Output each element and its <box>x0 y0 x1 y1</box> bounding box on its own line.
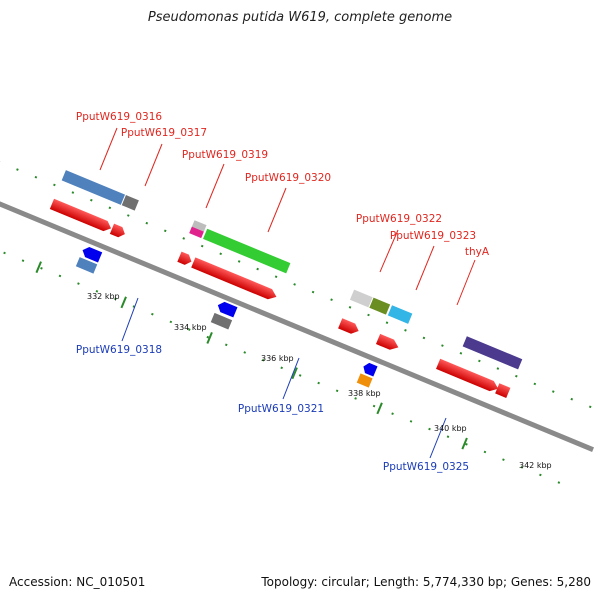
gene-0317[interactable] <box>121 195 139 211</box>
tick-label-332: 332 kbp <box>87 292 120 301</box>
gene-0325[interactable] <box>356 373 373 388</box>
label-gene-thyA: thyA <box>465 246 490 258</box>
accession-text: Accession: NC_010501 <box>9 575 146 589</box>
cds-arrow-0320[interactable] <box>191 257 278 302</box>
cds-reverse-0325[interactable] <box>361 361 378 377</box>
gene-0319-a[interactable] <box>191 220 207 232</box>
label-gene-0322: PputW619_0322 <box>356 213 442 225</box>
label-gene-0320: PputW619_0320 <box>245 172 331 184</box>
gene-0322[interactable] <box>349 289 373 308</box>
cds-reverse-0318[interactable] <box>80 245 103 263</box>
gene-0323[interactable] <box>369 297 391 315</box>
cds-arrow-0316[interactable] <box>49 198 113 234</box>
callout-line-0323 <box>415 245 435 291</box>
genome-backbone <box>0 156 595 452</box>
cds-arrow-thyA[interactable] <box>375 333 401 353</box>
gene-0321[interactable] <box>210 312 233 330</box>
tick-label-340: 340 kbp <box>434 424 467 433</box>
cds-arrow-edge[interactable] <box>495 383 511 399</box>
tick-mark-338 <box>291 367 298 380</box>
gene-0318[interactable] <box>75 257 98 274</box>
callout-line-0325 <box>429 417 447 459</box>
tick-label-342: 342 kbp <box>519 461 552 470</box>
callout-line-0317 <box>144 143 163 187</box>
gene-thyA[interactable] <box>387 305 413 324</box>
tick-label-336: 336 kbp <box>261 354 294 363</box>
label-gene-0325: PputW619_0325 <box>383 461 469 473</box>
cds-arrow-right[interactable] <box>436 358 500 394</box>
label-gene-0316: PputW619_0316 <box>76 111 162 123</box>
label-gene-0317: PputW619_0317 <box>121 127 207 139</box>
tick-mark-334 <box>120 296 127 309</box>
tick-mark-340 <box>376 402 383 415</box>
outer-guide-line <box>0 122 600 416</box>
tick-label-338: 338 kbp <box>348 389 381 398</box>
cds-arrow-0317[interactable] <box>109 223 127 240</box>
tick-mark-332 <box>35 261 42 274</box>
callout-line-0320 <box>267 187 287 233</box>
cds-arrow-0322[interactable] <box>338 318 361 336</box>
inner-guide-line <box>0 198 577 491</box>
callout-line-0322 <box>379 229 399 273</box>
tick-label-334: 334 kbp <box>174 323 207 332</box>
cds-reverse-0321[interactable] <box>216 300 238 318</box>
tick-mark-342 <box>461 437 468 450</box>
callout-line-0316 <box>99 127 118 171</box>
cds-arrow-0319[interactable] <box>177 251 193 267</box>
label-gene-0319: PputW619_0319 <box>182 149 268 161</box>
genome-summary-text: Topology: circular; Length: 5,774,330 bp… <box>261 575 591 589</box>
callout-line-thyA <box>456 259 476 306</box>
gene-0319-b[interactable] <box>189 226 204 239</box>
gene-0316[interactable] <box>61 170 126 205</box>
label-gene-0323: PputW619_0323 <box>390 230 476 242</box>
map-title: Pseudomonas putida W619, complete genome <box>147 10 453 25</box>
label-gene-0318: PputW619_0318 <box>76 344 162 356</box>
gene-0320[interactable] <box>203 228 291 274</box>
callout-line-0319 <box>205 163 225 209</box>
callout-line-0321 <box>282 357 300 400</box>
callout-line-0318 <box>121 297 139 342</box>
label-gene-0321: PputW619_0321 <box>238 403 324 415</box>
tick-mark-336 <box>206 332 213 344</box>
gene-purple[interactable] <box>462 336 523 370</box>
